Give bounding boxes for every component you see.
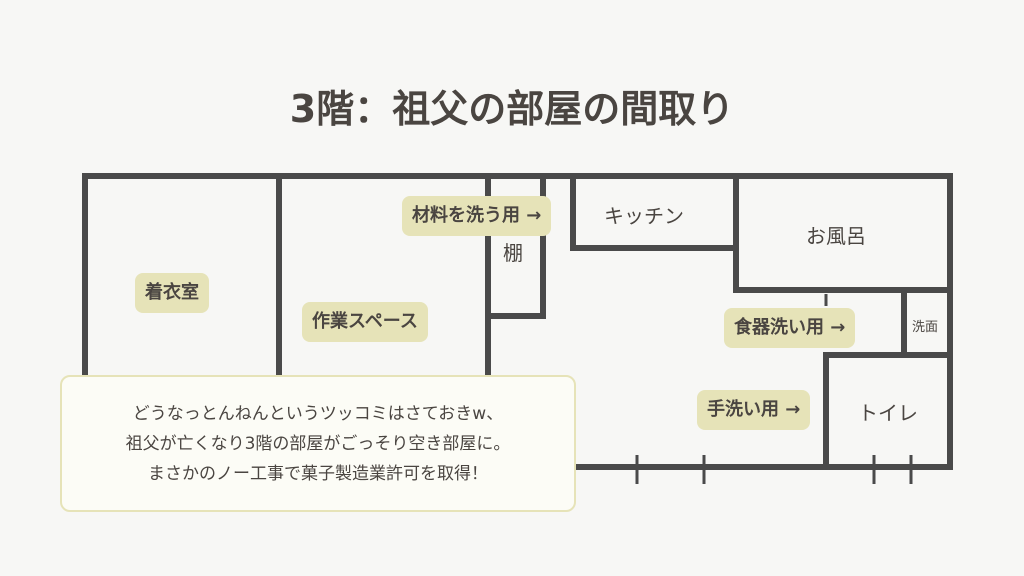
page-title: 3階：祖父の部屋の間取り <box>289 87 735 131</box>
label-work-space: 作業スペース <box>302 302 428 342</box>
room-shelf: 棚 <box>503 241 523 265</box>
room-washbasin: 洗面 <box>912 320 939 335</box>
room-bath: お風呂 <box>806 224 866 248</box>
note-line-1: どうなっとんねんというツッコミはさておきw、 <box>132 403 504 424</box>
label-material-wash: 材料を洗う用 → <box>402 196 552 236</box>
room-kitchen: キッチン <box>604 204 684 228</box>
note-line-2: 祖父が亡くなり3階の部屋がごっそり空き部屋に。 <box>125 433 511 454</box>
room-toilet: トイレ <box>858 401 918 425</box>
label-dish-wash: 食器洗い用 → <box>724 308 856 348</box>
label-dressing-room: 着衣室 <box>135 273 209 313</box>
note-box: どうなっとんねんというツッコミはさておきw、 祖父が亡くなり3階の部屋がごっそり… <box>60 375 576 512</box>
label-hand-wash: 手洗い用 → <box>697 390 811 430</box>
note-line-3: まさかのノー工事で菓子製造業許可を取得！ <box>148 463 488 484</box>
